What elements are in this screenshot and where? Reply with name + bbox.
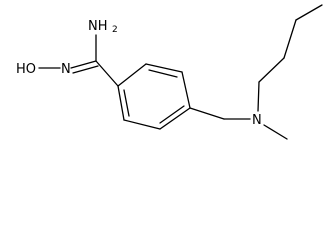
- imine-n-label: N: [61, 62, 71, 77]
- tertiary-n-label: N: [252, 113, 262, 128]
- bond-set: [38, 4, 323, 140]
- amine-label: NH: [88, 19, 108, 34]
- ring-bond-5: [123, 119, 161, 130]
- bond-butyl-3: [283, 19, 297, 59]
- ring-bond-6: [117, 85, 125, 121]
- bond-butyl-2: [258, 57, 285, 83]
- ring-bond-2: [145, 63, 183, 73]
- amine-subscript: 2: [112, 25, 118, 35]
- chemical-structure: NH 2 N HO N: [16, 4, 323, 140]
- ring-bond-4: [159, 107, 191, 130]
- ring-inner-2: [159, 105, 185, 124]
- bond-c-ring: [95, 60, 119, 87]
- bond-n-butyl-1: [257, 81, 260, 112]
- ring-bond-3: [181, 71, 191, 109]
- ring-bond-1: [117, 63, 147, 87]
- bond-butyl-4: [295, 4, 323, 21]
- bond-n-methyl: [263, 124, 288, 140]
- bond-c-n-double-b: [72, 65, 99, 74]
- ring-inner-1: [148, 69, 178, 78]
- hydroxyl-label: HO: [16, 62, 36, 77]
- bond-c-n-double-a: [70, 60, 97, 69]
- bond-ring-ch2: [189, 107, 225, 120]
- ring-inner-3: [123, 89, 130, 117]
